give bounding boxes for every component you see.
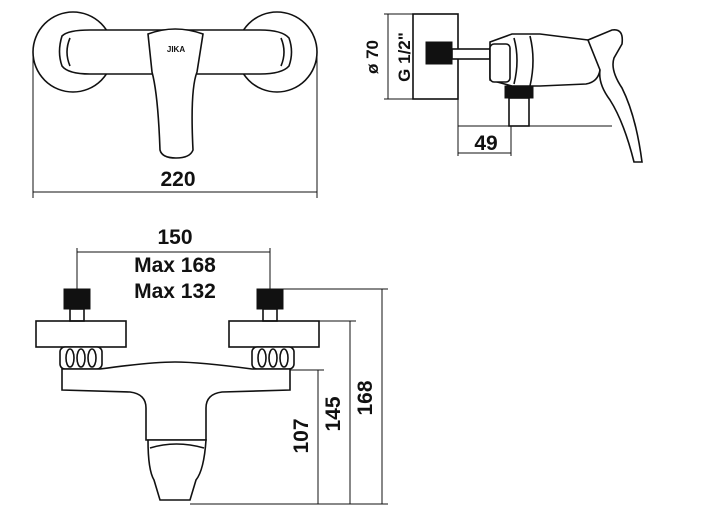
side-outlet-thread <box>504 85 534 99</box>
dimension-168: 168 <box>354 380 377 415</box>
right-inlet-thread <box>256 288 284 310</box>
lever-side <box>586 28 643 163</box>
dimension-max-132: Max 132 <box>134 280 216 303</box>
side-view: ø 70 G 1/2" 49 <box>363 13 643 163</box>
dimension-49: 49 <box>474 132 497 155</box>
side-thread-connector <box>425 41 453 65</box>
left-inlet-thread <box>63 288 91 310</box>
left-eccentric-nut <box>59 346 103 370</box>
brand-logo: JIKA <box>167 45 185 54</box>
mixer-body-bottom <box>61 361 291 441</box>
dimension-max-168: Max 168 <box>134 254 216 277</box>
dimension-150: 150 <box>157 226 192 249</box>
dimension-107: 107 <box>290 418 313 453</box>
dimension-thread: G 1/2" <box>395 32 414 82</box>
front-view: JIKA 220 <box>32 11 318 198</box>
left-rosette-bottom <box>35 320 127 348</box>
lever-bottom <box>147 439 207 501</box>
bottom-view: 150 Max 168 Max 132 <box>35 226 388 505</box>
dimension-diameter-70: ø 70 <box>363 40 382 74</box>
right-eccentric-nut <box>251 346 295 370</box>
lever-front <box>147 28 204 159</box>
dimension-145: 145 <box>322 396 345 431</box>
right-rosette-bottom <box>228 320 320 348</box>
dimension-220: 220 <box>160 168 195 191</box>
